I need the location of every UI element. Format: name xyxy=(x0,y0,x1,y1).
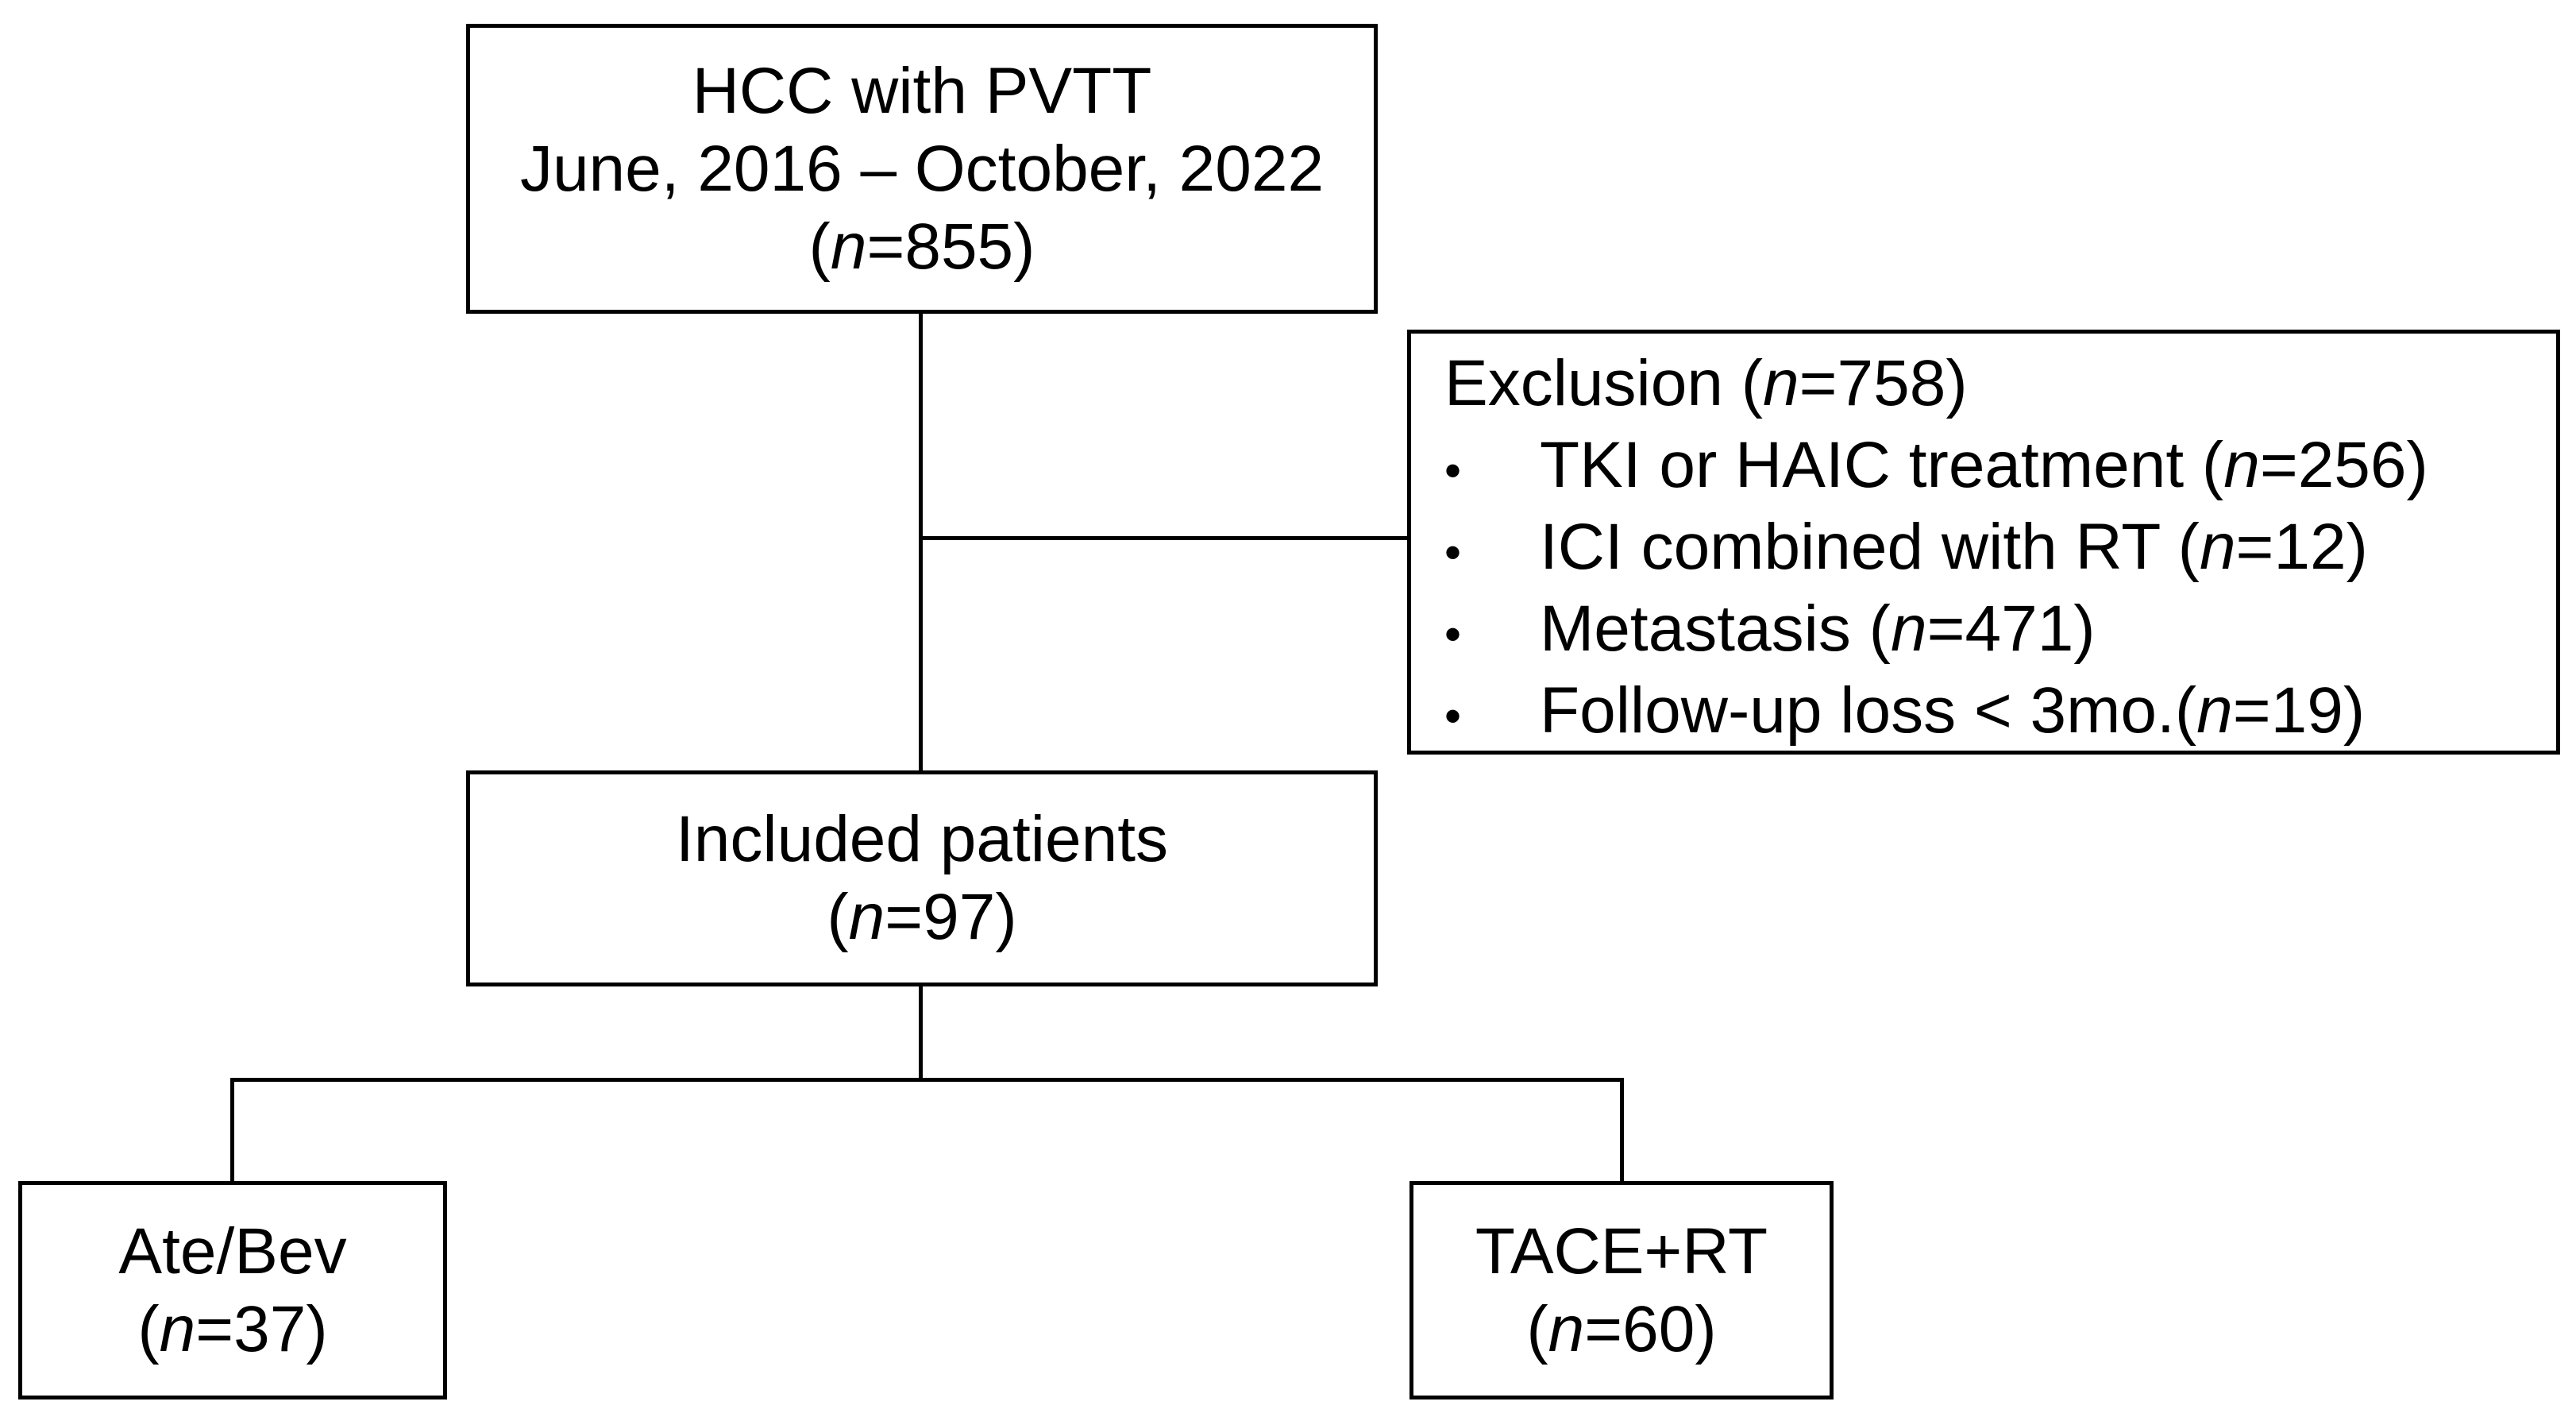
cohort-count: (n=855) xyxy=(809,208,1035,286)
exclusion-title-text: Exclusion ( xyxy=(1444,347,1764,419)
count-value: =855) xyxy=(866,210,1035,283)
n-symbol: n xyxy=(830,210,867,283)
exclusion-item-value: =19) xyxy=(2232,674,2366,747)
exclusion-title-value: =758) xyxy=(1799,347,1968,419)
n-symbol: n xyxy=(2196,674,2233,747)
exclusion-item-value: =12) xyxy=(2235,511,2368,583)
n-symbol: n xyxy=(848,881,885,953)
bullet-icon: • xyxy=(1444,526,1462,579)
paren-open: ( xyxy=(827,881,849,953)
exclusion-item-value: =471) xyxy=(1926,593,2096,665)
paren-open: ( xyxy=(1526,1292,1548,1365)
cohort-date-range: June, 2016 – October, 2022 xyxy=(519,132,1325,205)
exclusion-item: • TKI or HAIC treatment (n=256) xyxy=(1444,427,2428,508)
tace-rt-box: TACE+RT (n=60) xyxy=(1409,1181,1834,1399)
connector-to-exclusion xyxy=(919,536,1407,540)
tace-rt-count: (n=60) xyxy=(1526,1291,1716,1369)
included-count: (n=97) xyxy=(827,878,1016,956)
connector-included-down xyxy=(919,986,923,1080)
exclusion-item: • Follow-up loss < 3mo.(n=19) xyxy=(1444,672,2428,754)
included-box: Included patients (n=97) xyxy=(466,770,1378,986)
n-symbol: n xyxy=(1548,1292,1585,1365)
exclusion-item-value: =256) xyxy=(2259,429,2428,501)
n-symbol: n xyxy=(1891,593,1927,665)
connector-to-tace-rt xyxy=(1620,1078,1624,1181)
ate-bev-box: Ate/Bev (n=37) xyxy=(18,1181,447,1399)
connector-top-to-included xyxy=(919,314,923,770)
bullet-icon: • xyxy=(1444,444,1462,497)
exclusion-item: • ICI combined with RT (n=12) xyxy=(1444,508,2428,590)
count-value: =97) xyxy=(885,881,1017,953)
tace-rt-title: TACE+RT xyxy=(1475,1214,1768,1288)
connector-to-ate-bev xyxy=(230,1078,234,1181)
exclusion-title: Exclusion (n=758) xyxy=(1444,345,2428,427)
bullet-icon: • xyxy=(1444,689,1462,743)
paren-open: ( xyxy=(808,210,831,283)
ate-bev-title: Ate/Bev xyxy=(118,1214,347,1288)
paren-open: ( xyxy=(137,1292,160,1365)
cohort-box: HCC with PVTT June, 2016 – October, 2022… xyxy=(466,24,1378,314)
n-symbol: n xyxy=(159,1292,196,1365)
connector-split-horizontal xyxy=(230,1078,1624,1082)
count-value: =60) xyxy=(1584,1292,1717,1365)
exclusion-item: • Metastasis (n=471) xyxy=(1444,590,2428,672)
n-symbol: n xyxy=(1763,347,1799,419)
cohort-title: HCC with PVTT xyxy=(692,54,1152,127)
n-symbol: n xyxy=(2223,429,2260,501)
included-title: Included patients xyxy=(675,803,1168,875)
count-value: =37) xyxy=(195,1292,328,1365)
exclusion-item-text: Follow-up loss < 3mo.( xyxy=(1540,674,2197,747)
exclusion-item-text: Metastasis ( xyxy=(1540,593,1891,665)
exclusion-item-text: TKI or HAIC treatment ( xyxy=(1540,429,2224,501)
n-symbol: n xyxy=(2199,511,2236,583)
ate-bev-count: (n=37) xyxy=(137,1291,327,1369)
exclusion-content: Exclusion (n=758) •TKI or HAIC treatment… xyxy=(1444,345,2428,754)
exclusion-item-text: ICI combined with RT ( xyxy=(1540,511,2200,583)
exclusion-box: Exclusion (n=758) •TKI or HAIC treatment… xyxy=(1407,330,2560,755)
bullet-icon: • xyxy=(1444,608,1462,661)
